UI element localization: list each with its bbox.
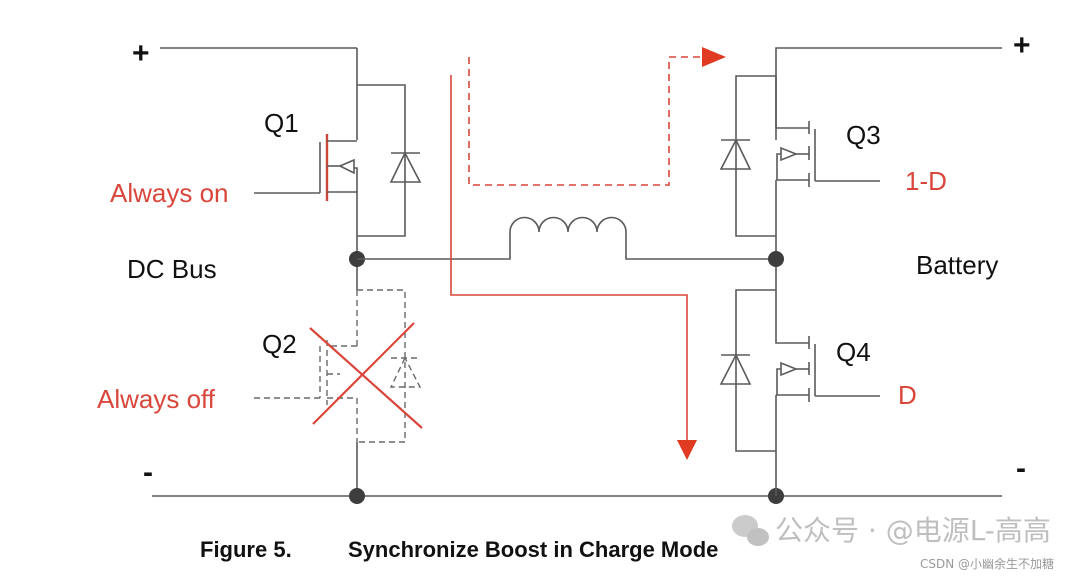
q3-gate-signal: 1-D: [905, 166, 947, 196]
q2-gate-signal: Always off: [97, 384, 216, 414]
battery-positive-rail: [775, 47, 1002, 140]
charge-current-path: [450, 75, 688, 445]
q2-off-cross-icon: [309, 327, 423, 429]
q3-body-diode-icon: [719, 138, 752, 170]
q4-mosfet-icon: [775, 290, 880, 496]
q3-diode-loop: [735, 75, 776, 237]
csdn-watermark: CSDN @小幽余生不加糖: [920, 556, 1054, 571]
battery-minus-sign: -: [1016, 452, 1026, 485]
q4-diode-loop: [735, 289, 776, 452]
freewheel-current-path: [468, 56, 702, 186]
inductor-left-lead: [357, 232, 511, 260]
q1-gate-signal: Always on: [110, 178, 229, 208]
q2-off-cross-icon-2: [312, 322, 415, 425]
q1-mosfet-icon: [254, 134, 358, 236]
battery-label: Battery: [916, 250, 998, 280]
inductor-right-lead: [625, 232, 776, 260]
inductor-icon: [509, 216, 627, 233]
q4-body-diode-icon: [719, 353, 752, 385]
q3-label: Q3: [846, 120, 881, 150]
dc-bus-plus-sign: +: [132, 37, 150, 70]
q2-mosfet-off-icon: [254, 289, 422, 443]
wechat-logo-icon: [732, 515, 769, 546]
q1-label: Q1: [264, 108, 299, 138]
q3-mosfet-icon: [775, 76, 880, 236]
right-midpoint-node: [768, 251, 784, 267]
left-ground-node: [349, 488, 365, 504]
battery-plus-sign: +: [1013, 29, 1031, 62]
q2-label: Q2: [262, 329, 297, 359]
q1-body-diode-icon: [389, 151, 422, 183]
dc-bus-minus-sign: -: [143, 456, 153, 489]
freewheel-current-arrow-icon: [702, 47, 726, 67]
q4-gate-signal: D: [898, 380, 917, 410]
q4-label: Q4: [836, 337, 871, 367]
dc-bus-label: DC Bus: [127, 254, 217, 284]
q1-diode-loop: [357, 84, 406, 237]
figure-title: Synchronize Boost in Charge Mode: [348, 537, 718, 562]
watermark-text: 公众号 · @电源L-高高: [775, 514, 1051, 547]
figure-label: Figure 5.: [200, 537, 292, 562]
charge-current-arrow-icon: [677, 440, 697, 460]
